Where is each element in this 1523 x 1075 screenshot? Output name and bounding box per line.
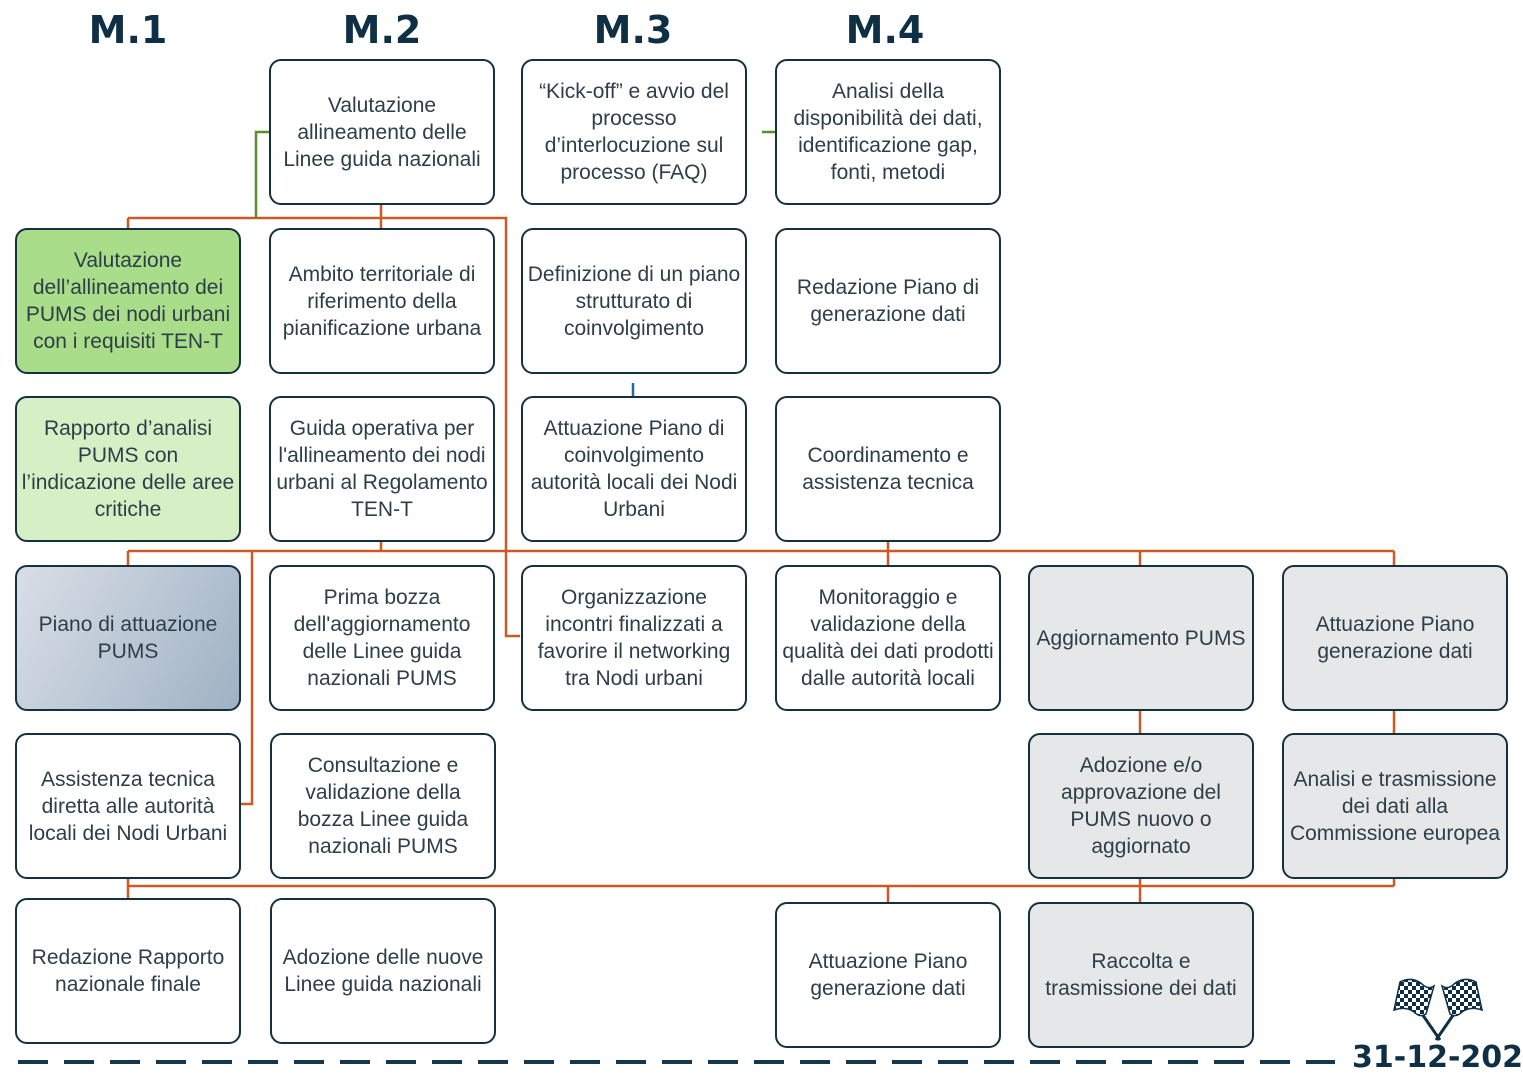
box-text: Attuazione Piano generazione dati [808,950,968,1000]
box-prima-bozza: Prima bozza dell'aggiornamento delle Lin… [269,565,495,711]
box-text: Redazione Piano di generazione dati [796,276,980,326]
box-text: Analisi e trasmissione dei dati alla Com… [1289,767,1501,845]
box-text: Attuazione Piano generazione dati [1315,613,1475,663]
box-analisi-dati: Analisi della disponibilità dei dati, id… [775,59,1001,205]
box-text: Organizzazione incontri finalizzati a fa… [537,586,731,690]
box-organizzazione-incontri: Organizzazione incontri finalizzati a fa… [521,565,747,711]
column-header-m3: M.3 [593,8,673,52]
box-aggiornamento-pums: Aggiornamento PUMS [1028,565,1254,711]
box-text: Analisi della disponibilità dei dati, id… [793,80,983,184]
box-adozione-pums: Adozione e/o approvazione del PUMS nuovo… [1028,733,1254,879]
box-rapporto-analisi: Rapporto d’analisi PUMS con l’indicazion… [15,396,241,542]
box-text: Assistenza tecnica diretta alle autorità… [28,767,228,845]
deadline-label: 31-12-202 [1352,1040,1523,1075]
connector-green-link [254,130,270,218]
box-attuazione-generazione: Attuazione Piano generazione dati [775,902,1001,1048]
box-monitoraggio: Monitoraggio e validazione della qualità… [775,565,1001,711]
box-raccolta-dati: Raccolta e trasmissione dei dati [1028,902,1254,1048]
box-assistenza-tecnica: Assistenza tecnica diretta alle autorità… [15,733,241,879]
box-ambito-territoriale: Ambito territoriale di riferimento della… [269,228,495,374]
box-text: Valutazione allineamento delle Linee gui… [283,93,481,171]
box-text: Monitoraggio e validazione della qualità… [782,586,994,690]
box-text: “Kick-off” e avvio del processo d’interl… [539,80,729,184]
column-header-m4: M.4 [845,8,925,52]
box-coordinamento: Coordinamento e assistenza tecnica [775,396,1001,542]
box-definizione-piano: Definizione di un piano strutturato di c… [521,228,747,374]
box-kickoff: “Kick-off” e avvio del processo d’interl… [521,59,747,205]
box-text: Prima bozza dell'aggiornamento delle Lin… [293,586,471,690]
box-text: Definizione di un piano strutturato di c… [527,262,741,340]
box-text: Attuazione Piano di coinvolgimento autor… [530,417,738,521]
box-analisi-trasmissione: Analisi e trasmissione dei dati alla Com… [1282,733,1508,879]
box-attuazione-piano-gen: Attuazione Piano generazione dati [1282,565,1508,711]
box-text: Raccolta e trasmissione dei dati [1045,950,1237,1000]
box-text: Ambito territoriale di riferimento della… [282,262,482,340]
connector-to-assistenza [240,551,254,806]
box-valutazione-pums: Valutazione dell’allineamento dei PUMS d… [15,228,241,374]
box-text: Redazione Rapporto nazionale finale [31,946,225,996]
box-text: Adozione e/o approvazione del PUMS nuovo… [1061,754,1221,858]
box-piano-attuazione-pums: Piano di attuazione PUMS [15,565,241,711]
box-valutazione-linee: Valutazione allineamento delle Linee gui… [269,59,495,205]
box-text: Piano di attuazione PUMS [38,613,218,663]
box-adozione-linee: Adozione delle nuove Linee guida naziona… [270,898,496,1044]
finish-flags-icon [1392,978,1484,1041]
column-header-m1: M.1 [88,8,168,52]
box-text: Aggiornamento PUMS [1036,626,1246,650]
column-header-m2: M.2 [342,8,422,52]
box-rapporto-finale: Redazione Rapporto nazionale finale [15,898,241,1044]
box-guida-operativa: Guida operativa per l'allineamento dei n… [269,396,495,542]
box-text: Consultazione e validazione della bozza … [297,754,469,858]
box-text: Rapporto d’analisi PUMS con l’indicazion… [21,417,235,521]
box-redazione-piano: Redazione Piano di generazione dati [775,228,1001,374]
box-text: Adozione delle nuove Linee guida naziona… [282,946,484,996]
box-text: Valutazione dell’allineamento dei PUMS d… [25,249,231,353]
box-consultazione: Consultazione e validazione della bozza … [270,733,496,879]
box-text: Coordinamento e assistenza tecnica [802,444,974,494]
connector-upper-branch [128,216,520,638]
box-text: Guida operativa per l'allineamento dei n… [276,417,488,521]
box-attuazione-coinvolgimento: Attuazione Piano di coinvolgimento autor… [521,396,747,542]
